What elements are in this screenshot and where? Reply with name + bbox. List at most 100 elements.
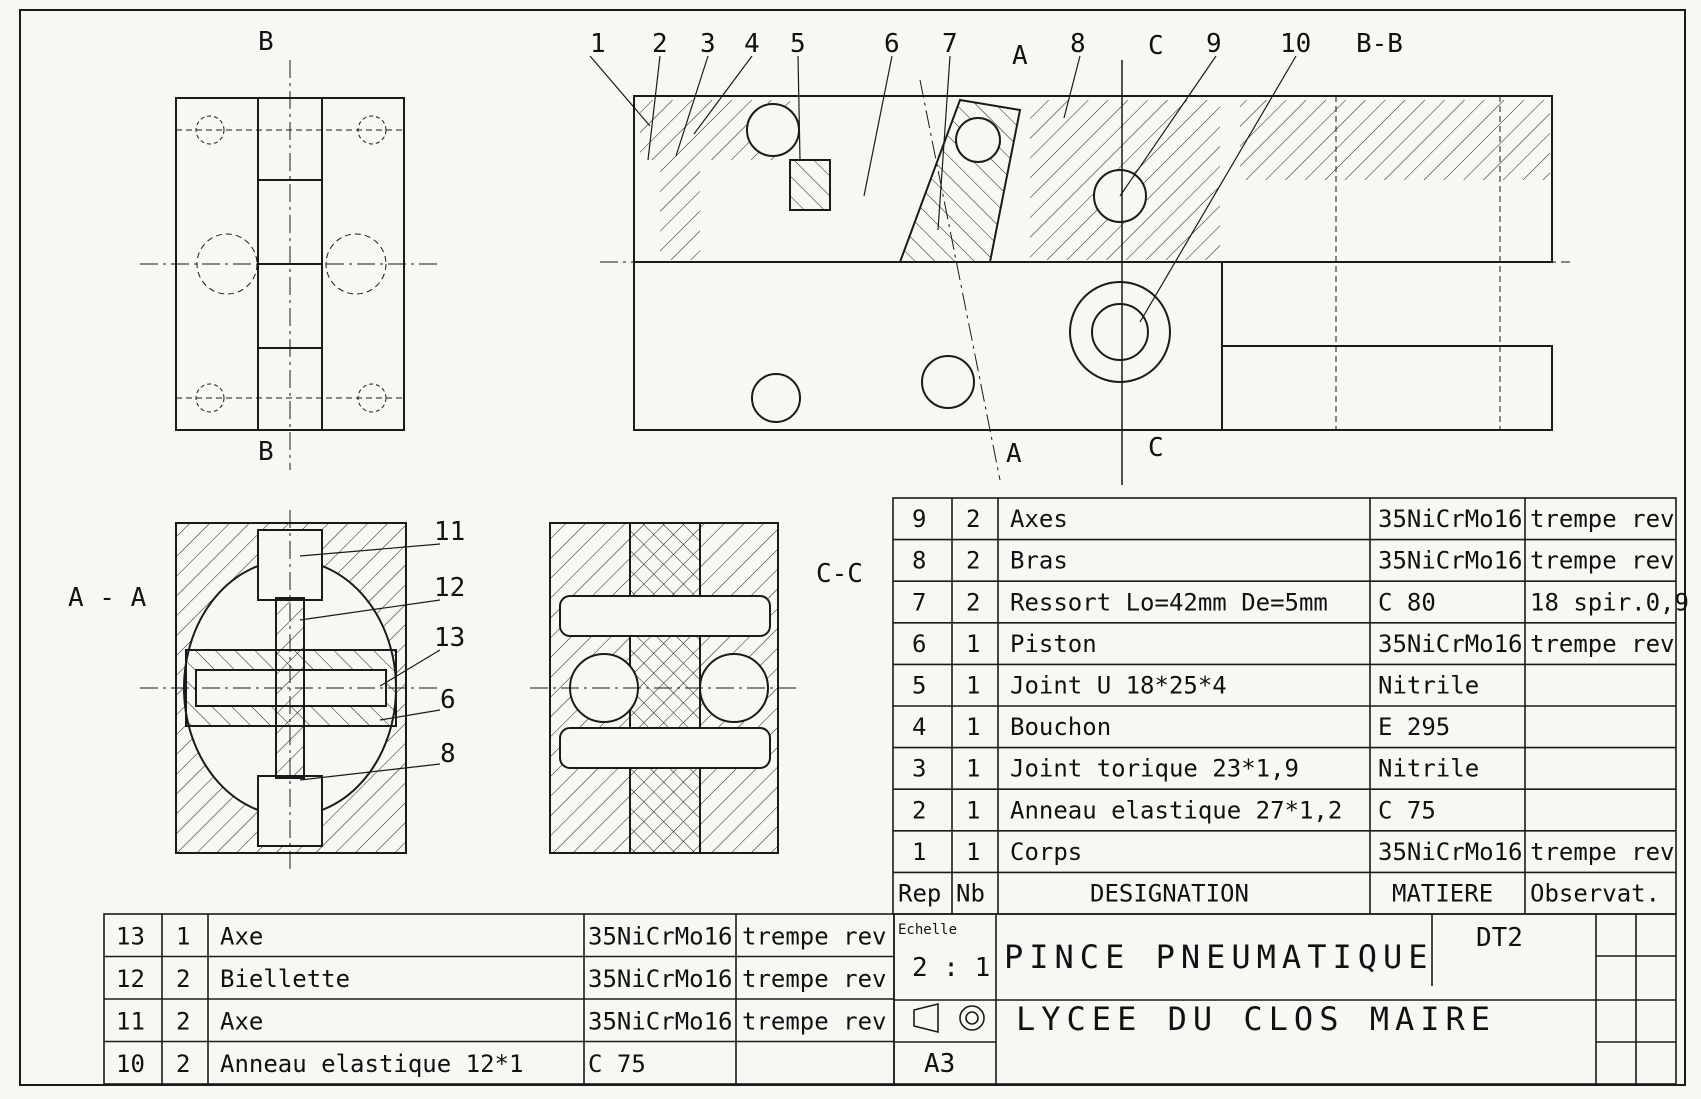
parts-header-rep: Rep (898, 880, 941, 908)
lower-row-nb: 2 (176, 965, 190, 993)
parts-row-matiere: C 80 (1378, 588, 1436, 616)
lower-row-designation: Axe (220, 1008, 263, 1036)
lower-row-rep: 13 (116, 923, 145, 951)
cut-b-top: B (258, 27, 274, 57)
parts-row-nb: 2 (966, 588, 980, 616)
parts-row-rep: 9 (912, 505, 926, 533)
parts-row-matiere: Nitrile (1378, 755, 1479, 783)
sheet-border (19, 9, 1686, 1086)
cut-c-top: C (1148, 31, 1164, 61)
lower-row-observation: trempe rev (742, 965, 887, 993)
parts-row-designation: Axes (1010, 505, 1068, 533)
parts-row-designation: Ressort Lo=42mm De=5mm (1010, 588, 1328, 616)
parts-row-observation: 18 spir.0,9 (1530, 588, 1689, 616)
cut-a-bottom: A (1006, 439, 1022, 469)
parts-row-nb: 1 (966, 672, 980, 700)
section-bb-label: B-B (1356, 29, 1403, 59)
callout-6: 6 (884, 29, 900, 59)
parts-row-matiere: C 75 (1378, 796, 1436, 824)
parts-row-designation: Bouchon (1010, 713, 1111, 741)
lower-row-rep: 10 (116, 1050, 145, 1078)
cut-b-bottom: B (258, 437, 274, 467)
parts-row-designation: Corps (1010, 838, 1082, 866)
callout-12: 12 (434, 573, 465, 603)
parts-row-rep: 3 (912, 755, 926, 783)
parts-row-designation: Joint torique 23*1,9 (1010, 755, 1299, 783)
parts-header-observation: Observat. (1530, 880, 1660, 908)
side-view (140, 60, 440, 470)
section-cc-label: C-C (816, 559, 863, 589)
lower-row-matiere: 35NiCrMo16 (588, 1008, 733, 1036)
callout-8b: 8 (440, 739, 456, 769)
parts-row-rep: 7 (912, 588, 926, 616)
parts-row-nb: 1 (966, 630, 980, 658)
parts-row-designation: Joint U 18*25*4 (1010, 672, 1227, 700)
callout-7: 7 (942, 29, 958, 59)
lower-row-designation: Biellette (220, 965, 350, 993)
callout-9: 9 (1206, 29, 1222, 59)
callout-13: 13 (434, 623, 465, 653)
callout-leaders (589, 55, 1297, 323)
lower-row-rep: 11 (116, 1008, 145, 1036)
lower-row-nb: 2 (176, 1050, 190, 1078)
callout-11: 11 (434, 517, 465, 547)
lower-row-matiere: 35NiCrMo16 (588, 923, 733, 951)
parts-row-nb: 1 (966, 796, 980, 824)
title-block (893, 913, 1677, 1085)
school-name: LYCEE DU CLOS MAIRE (1016, 1000, 1496, 1038)
parts-row-matiere: E 295 (1378, 713, 1450, 741)
parts-row-observation: trempe rev (1530, 547, 1675, 575)
parts-row-rep: 8 (912, 547, 926, 575)
parts-row-observation: trempe rev (1530, 630, 1675, 658)
parts-row-nb: 2 (966, 505, 980, 533)
section-cc-view (530, 522, 800, 854)
cut-c-bottom: C (1148, 433, 1164, 463)
callout-8: 8 (1070, 29, 1086, 59)
parts-row-rep: 5 (912, 672, 926, 700)
document-id: DT2 (1476, 923, 1523, 953)
parts-header-designation: DESIGNATION (1090, 880, 1249, 908)
parts-row-designation: Piston (1010, 630, 1097, 658)
parts-row-rep: 1 (912, 838, 926, 866)
parts-row-rep: 4 (912, 713, 926, 741)
callout-5: 5 (790, 29, 806, 59)
lower-row-rep: 12 (116, 965, 145, 993)
section-aa-label: A - A (68, 583, 147, 613)
parts-row-rep: 2 (912, 796, 926, 824)
lower-row-observation: trempe rev (742, 923, 887, 951)
parts-row-observation: trempe rev (1530, 505, 1675, 533)
parts-header-nb: Nb (956, 880, 985, 908)
section-aa-view (140, 510, 441, 870)
scale-label: Echelle (898, 922, 957, 938)
parts-row-nb: 2 (966, 547, 980, 575)
parts-header-matiere: MATIERE (1392, 880, 1493, 908)
parts-row-matiere: 35NiCrMo16 (1378, 547, 1523, 575)
projection-symbol-icon (913, 1002, 939, 1034)
parts-row-nb: 1 (966, 755, 980, 783)
scale-value: 2 : 1 (912, 953, 990, 983)
lower-row-designation: Anneau elastique 12*1 (220, 1050, 523, 1078)
lower-row-nb: 1 (176, 923, 190, 951)
parts-row-rep: 6 (912, 630, 926, 658)
callout-1: 1 (590, 29, 606, 59)
lower-row-matiere: 35NiCrMo16 (588, 965, 733, 993)
main-section-view (600, 60, 1570, 485)
callout-10: 10 (1280, 29, 1311, 59)
lower-row-matiere: C 75 (588, 1050, 646, 1078)
callout-6b: 6 (440, 685, 456, 715)
callout-3: 3 (700, 29, 716, 59)
drawing-title: PINCE PNEUMATIQUE (1004, 938, 1434, 976)
parts-row-observation: trempe rev (1530, 838, 1675, 866)
callout-2: 2 (652, 29, 668, 59)
callout-4: 4 (744, 29, 760, 59)
parts-row-matiere: Nitrile (1378, 672, 1479, 700)
lower-row-designation: Axe (220, 923, 263, 951)
parts-row-matiere: 35NiCrMo16 (1378, 838, 1523, 866)
lower-row-nb: 2 (176, 1008, 190, 1036)
parts-row-designation: Bras (1010, 547, 1068, 575)
cut-a-top: A (1012, 41, 1028, 71)
parts-row-nb: 1 (966, 713, 980, 741)
parts-row-matiere: 35NiCrMo16 (1378, 630, 1523, 658)
